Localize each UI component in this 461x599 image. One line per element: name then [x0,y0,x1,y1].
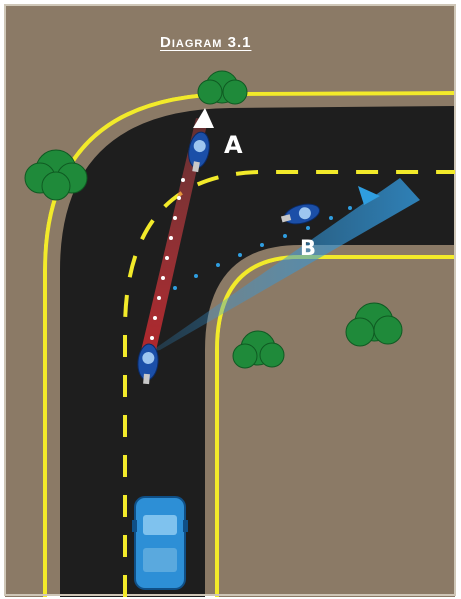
path-a-arrowhead [193,108,214,128]
path-b-dots [173,206,352,290]
path-b-arrowhead [358,186,380,205]
diagram-title: Diagram 3.1 [160,34,252,51]
ground-inner-corner [219,259,455,597]
bush-icon [232,330,285,369]
center-line [123,170,455,597]
path-b-cone [150,178,420,352]
motorcycle-icon [137,343,159,385]
road-outer-edge [43,91,456,597]
path-b-label: B [300,236,317,260]
car-icon [132,496,188,590]
path-a-label: A [224,131,243,159]
motorcycle-icon [188,131,210,173]
bush-icon [345,302,403,347]
bush-icon [197,70,248,105]
path-a-cone [140,118,208,355]
motorcycle-icon [280,203,321,225]
path-a-dots [150,178,185,340]
bush-icon [24,149,88,201]
ground-outer-corner [5,5,455,597]
